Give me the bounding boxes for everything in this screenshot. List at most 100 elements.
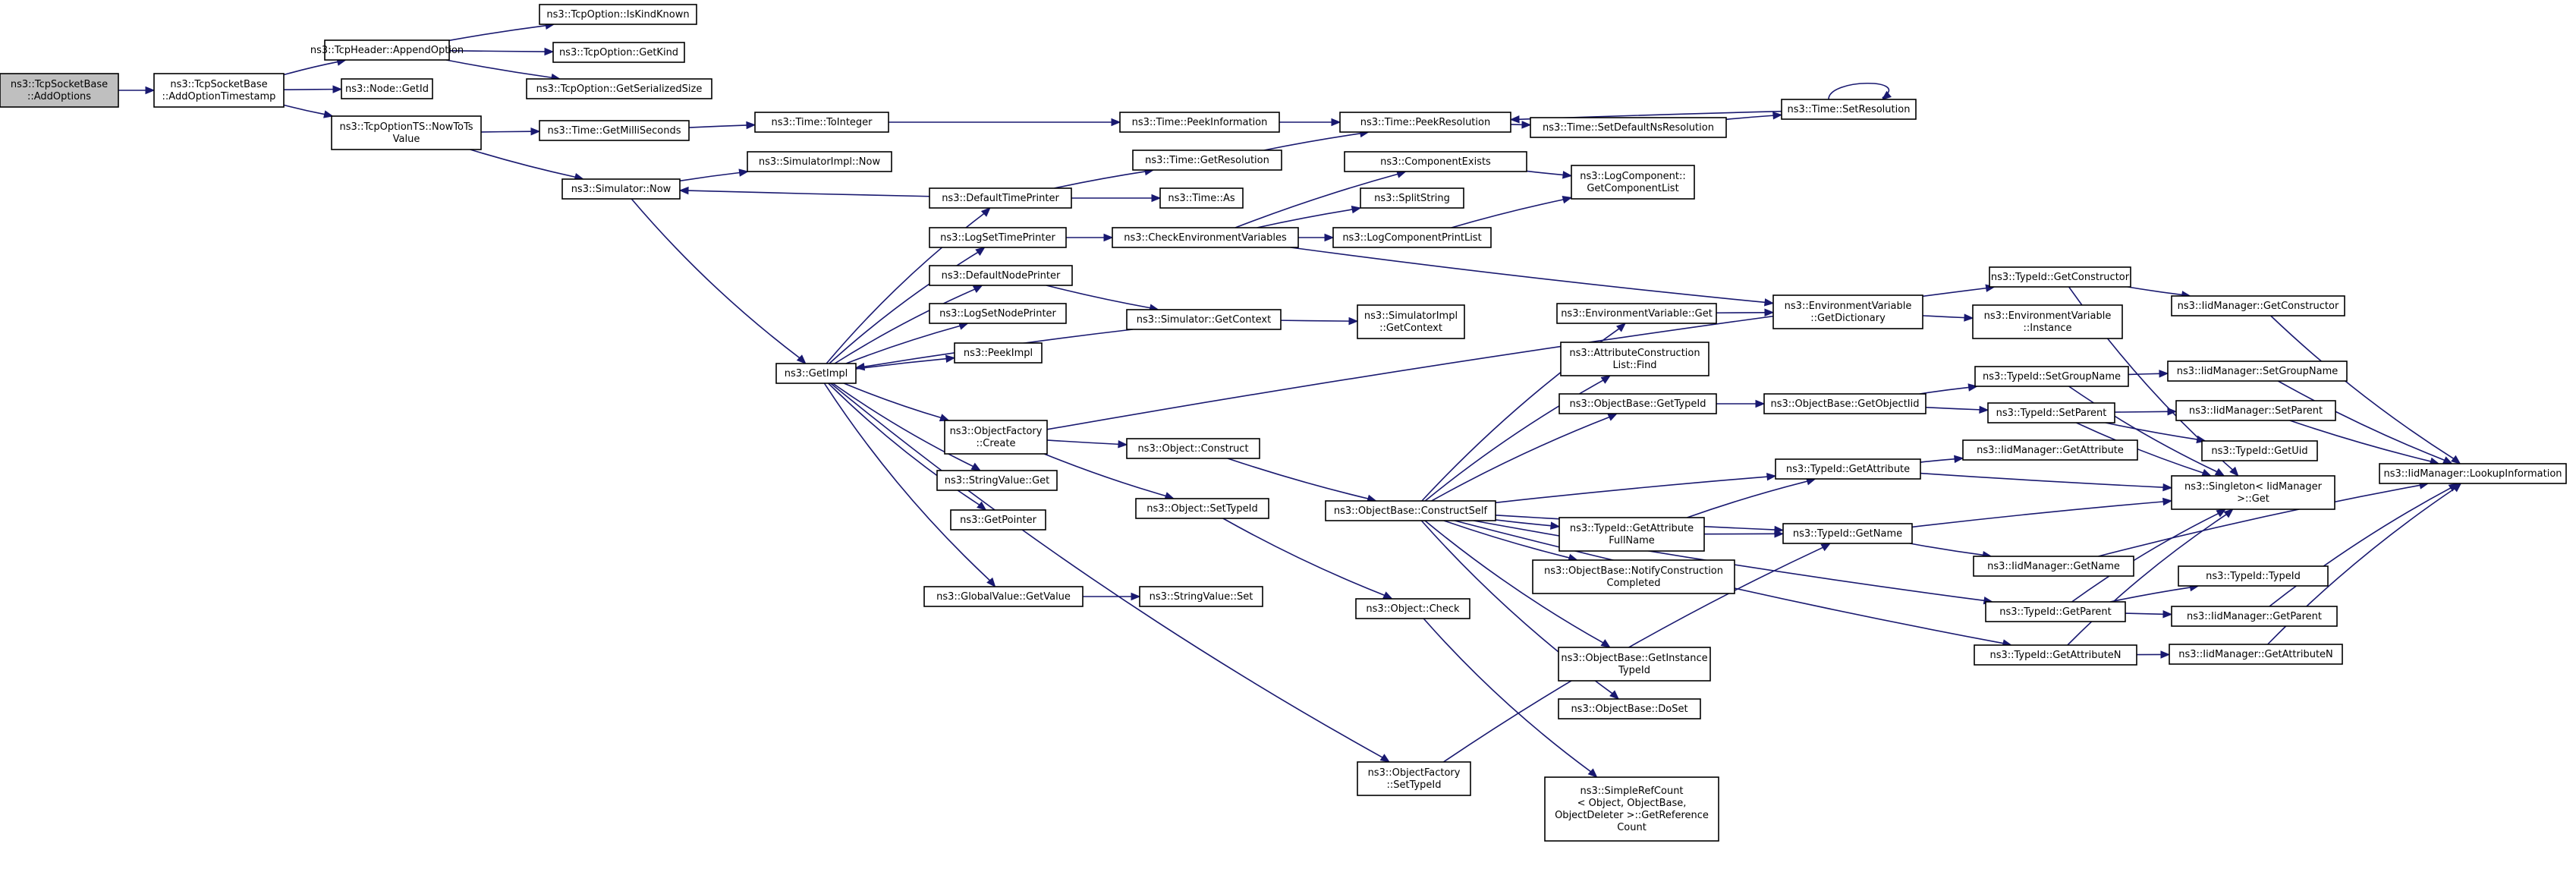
graph-node-objcheck[interactable]: ns3::Object::Check <box>1355 598 1470 619</box>
graph-node-tidsetparent[interactable]: ns3::TypeId::SetParent <box>1987 402 2115 423</box>
graph-node-getimpl[interactable]: ns3::GetImpl <box>775 363 857 384</box>
edge-line <box>1431 416 1611 502</box>
graph-node-objbgettid[interactable]: ns3::ObjectBase::GetTypeId <box>1558 393 1717 414</box>
graph-node-iidgetattr[interactable]: ns3::IidManager::GetAttribute <box>1962 439 2138 461</box>
node-box <box>950 509 1046 531</box>
graph-node-iidlookup[interactable]: ns3::IidManager::LookupInformation <box>2379 463 2567 484</box>
graph-node-iidsetgroup[interactable]: ns3::IidManager::SetGroupName <box>2167 361 2348 382</box>
graph-node-setdefres[interactable]: ns3::Time::SetDefaultNsResolution <box>1530 117 1727 138</box>
graph-node-tidgetuid[interactable]: ns3::TypeId::GetUid <box>2201 440 2318 461</box>
graph-node-getser[interactable]: ns3::TcpOption::GetSerializedSize <box>526 78 712 99</box>
graph-node-tidgetparent[interactable]: ns3::TypeId::GetParent <box>1985 601 2126 622</box>
edge-line <box>1290 247 1766 304</box>
graph-node-logsetnp[interactable]: ns3::LogSetNodePrinter <box>929 303 1067 324</box>
graph-node-tidsetgroup[interactable]: ns3::TypeId::SetGroupName <box>1974 366 2129 387</box>
graph-node-logcplist[interactable]: ns3::LogComponentPrintList <box>1332 227 1492 248</box>
graph-node-constructself[interactable]: ns3::ObjectBase::ConstructSelf <box>1325 500 1496 521</box>
graph-node-tidgetattr[interactable]: ns3::TypeId::GetAttribute <box>1775 458 1921 480</box>
graph-node-iskind[interactable]: ns3::TcpOption::IsKindKnown <box>539 4 697 25</box>
graph-node-nodeid[interactable]: ns3::Node::GetId <box>341 78 433 99</box>
graph-node-gvgetvalue[interactable]: ns3::GlobalValue::GetValue <box>923 586 1084 607</box>
graph-node-objsettid[interactable]: ns3::Object::SetTypeId <box>1135 498 1269 519</box>
graph-node-milli[interactable]: ns3::Time::GetMilliSeconds <box>539 120 690 141</box>
graph-node-simnow[interactable]: ns3::Simulator::Now <box>561 178 681 200</box>
edge-peekinfo-to-peekres <box>1279 118 1341 127</box>
node-box <box>1782 523 1913 544</box>
edge-arrowhead <box>1772 112 1783 120</box>
graph-node-strvalget[interactable]: ns3::StringValue::Get <box>936 470 1058 491</box>
edge-line <box>1280 320 1351 322</box>
graph-node-getptr[interactable]: ns3::GetPointer <box>950 509 1046 531</box>
graph-node-peekres[interactable]: ns3::Time::PeekResolution <box>1339 112 1511 133</box>
graph-node-compexists[interactable]: ns3::ComponentExists <box>1344 151 1527 172</box>
graph-node-simplerefcount[interactable]: ns3::SimpleRefCount< Object, ObjectBase,… <box>1544 776 1719 842</box>
graph-node-objfactcreate[interactable]: ns3::ObjectFactory::Create <box>944 420 1048 455</box>
graph-node-tointeger[interactable]: ns3::Time::ToInteger <box>754 112 889 133</box>
edge-arrowhead <box>1550 521 1561 530</box>
graph-node-strvalset[interactable]: ns3::StringValue::Set <box>1139 586 1263 607</box>
node-box <box>1972 304 2123 339</box>
graph-node-logsettp[interactable]: ns3::LogSetTimePrinter <box>929 227 1067 248</box>
graph-node-getkind[interactable]: ns3::TcpOption::GetKind <box>552 42 685 63</box>
edge-arrowhead <box>544 47 555 56</box>
edge-setdefres-to-setres <box>1725 112 1783 121</box>
edge-line <box>2289 420 2432 462</box>
graph-node-gettimeres[interactable]: ns3::Time::GetResolution <box>1132 150 1282 171</box>
edge-constructself-to-tidgetattrfull <box>1495 519 1561 530</box>
edge-getimpl-to-objfactsettid <box>830 383 1391 763</box>
graph-node-envdict[interactable]: ns3::EnvironmentVariable::GetDictionary <box>1772 294 1923 329</box>
edge-line <box>830 383 1384 759</box>
graph-node-peekimpl[interactable]: ns3::PeekImpl <box>954 342 1043 364</box>
edge-arrowhead <box>1774 530 1785 538</box>
node-box <box>561 178 681 200</box>
node-label: ns3::DefaultNodePrinter <box>942 270 1061 282</box>
graph-node-doset[interactable]: ns3::ObjectBase::DoSet <box>1558 698 1701 719</box>
edge-objbgetoid-to-tidsetgroup <box>1919 383 1978 395</box>
graph-node-iidsetparent[interactable]: ns3::IidManager::SetParent <box>2175 400 2336 421</box>
graph-node-addts[interactable]: ns3::TcpSocketBase::AddOptionTimestamp <box>153 73 285 108</box>
graph-node-append[interactable]: ns3::TcpHeader::AppendOption <box>310 39 464 61</box>
graph-node-getcomplist[interactable]: ns3::LogComponent::GetComponentList <box>1571 165 1695 200</box>
edge-line <box>1495 519 1552 527</box>
graph-node-deftp[interactable]: ns3::DefaultTimePrinter <box>929 187 1072 209</box>
graph-node-timeas[interactable]: ns3::Time::As <box>1159 187 1244 209</box>
graph-node-objconstruct[interactable]: ns3::Object::Construct <box>1126 438 1260 459</box>
node-box <box>1989 266 2131 288</box>
node-box <box>1360 187 1464 209</box>
graph-node-simimplctx[interactable]: ns3::SimulatorImpl::GetContext <box>1357 304 1465 339</box>
edge-setres-to-setres <box>1828 82 1892 100</box>
graph-node-objfactsettid[interactable]: ns3::ObjectFactory::SetTypeId <box>1357 761 1471 796</box>
graph-node-simimplnow[interactable]: ns3::SimulatorImpl::Now <box>747 151 892 172</box>
edge-arrowhead <box>332 85 343 93</box>
graph-node-iidgetctor[interactable]: ns3::IidManager::GetConstructor <box>2171 295 2345 316</box>
node-label: ns3::IidManager::GetName <box>1987 561 2120 572</box>
graph-node-tidgetname[interactable]: ns3::TypeId::GetName <box>1782 523 1913 544</box>
graph-node-tidgetctor[interactable]: ns3::TypeId::GetConstructor <box>1989 266 2131 288</box>
node-box <box>929 187 1072 209</box>
graph-node-iidgetname[interactable]: ns3::IidManager::GetName <box>1973 556 2134 577</box>
graph-node-checkenv[interactable]: ns3::CheckEnvironmentVariables <box>1112 227 1299 248</box>
graph-node-notifyconst[interactable]: ns3::ObjectBase::NotifyConstructionCompl… <box>1532 559 1735 594</box>
graph-node-setres[interactable]: ns3::Time::SetResolution <box>1781 99 1917 120</box>
graph-node-peekinfo[interactable]: ns3::Time::PeekInformation <box>1119 112 1280 133</box>
graph-node-singleton[interactable]: ns3::Singleton< IidManager >::Get <box>2171 475 2335 510</box>
edge-line <box>1725 115 1775 121</box>
graph-node-defnp[interactable]: ns3::DefaultNodePrinter <box>929 265 1073 286</box>
graph-node-iidgetattrn[interactable]: ns3::IidManager::GetAttributeN <box>2169 644 2343 665</box>
graph-node-iidgetparent[interactable]: ns3::IidManager::GetParent <box>2171 606 2338 627</box>
graph-node-splitstr[interactable]: ns3::SplitString <box>1360 187 1464 209</box>
graph-node-envinst[interactable]: ns3::EnvironmentVariable::Instance <box>1972 304 2123 339</box>
graph-node-envget[interactable]: ns3::EnvironmentVariable::Get <box>1556 303 1717 324</box>
graph-node-getctx[interactable]: ns3::Simulator::GetContext <box>1126 309 1282 330</box>
edge-arrowhead <box>2451 455 2461 464</box>
edge-arrowhead <box>323 110 334 118</box>
graph-node-objbgetoid[interactable]: ns3::ObjectBase::GetObjectIid <box>1763 393 1926 414</box>
graph-node-root[interactable]: ns3::TcpSocketBase::AddOptions <box>0 73 119 108</box>
node-label: ns3::EnvironmentVariable::Get <box>1561 308 1713 320</box>
graph-node-tidgetattrn[interactable]: ns3::TypeId::GetAttributeN <box>1974 644 2137 666</box>
graph-node-tidtid[interactable]: ns3::TypeId::TypeId <box>2178 565 2329 587</box>
